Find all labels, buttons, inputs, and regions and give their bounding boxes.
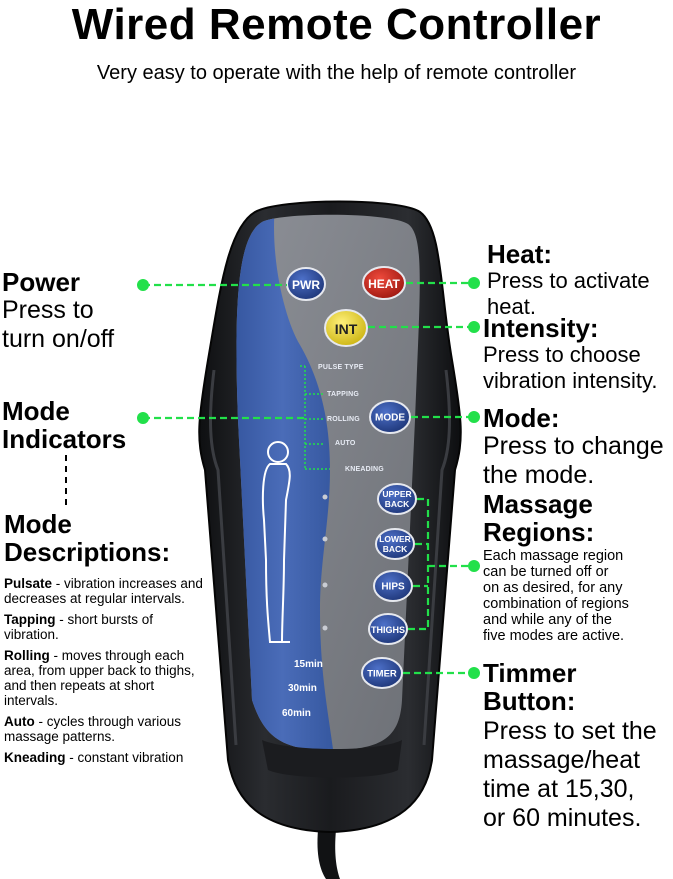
regions-heading-1: Massage: [483, 489, 593, 519]
thighs-button-label: THIGHS: [371, 625, 405, 635]
callout-mode-descriptions: Mode Descriptions: Pulsate - vibration i…: [4, 510, 209, 771]
heat-button[interactable]: HEAT: [362, 266, 406, 300]
timer-heading-1: Timmer: [483, 658, 577, 688]
regions-line-5: and while any of the: [483, 612, 612, 628]
mode-descriptions-heading-2: Descriptions:: [4, 537, 171, 567]
heat-heading: Heat:: [487, 239, 553, 269]
lower-back-label-1: LOWER: [379, 534, 411, 544]
mode-descriptions-heading-1: Mode: [4, 509, 72, 539]
regions-line-2: can be turned off or: [483, 564, 609, 580]
pwr-button[interactable]: PWR: [286, 267, 326, 301]
mode-heading: Mode:: [483, 403, 560, 433]
page-title: Wired Remote Controller: [71, 0, 602, 49]
callout-intensity: Intensity: Press to choose vibration int…: [483, 314, 657, 394]
int-button-label: INT: [335, 321, 358, 337]
hips-button-label: HIPS: [381, 582, 405, 593]
callout-leaders: [65, 277, 480, 679]
upper-back-label-1: UPPER: [382, 489, 411, 499]
timer-line-1: Press to set the: [483, 717, 657, 745]
timer-label-15: 15min: [294, 659, 323, 670]
mode-descriptions-list: Pulsate - vibration increases and decrea…: [4, 576, 209, 765]
desc-tapping: Tapping - short bursts of vibration.: [4, 612, 154, 642]
power-line-2: turn on/off: [2, 325, 115, 353]
body-silhouette-icon: [261, 441, 291, 643]
callout-heat: Heat: Press to activate heat.: [487, 240, 650, 320]
desc-auto: Auto - cycles through various massage pa…: [4, 714, 182, 744]
lower-back-button[interactable]: LOWER BACK: [375, 528, 415, 560]
callout-power: Power Press to turn on/off: [2, 268, 114, 354]
upper-back-button[interactable]: UPPER BACK: [377, 483, 417, 515]
mode-indicators-heading-1: Mode: [2, 396, 70, 426]
regions-heading-2: Regions:: [483, 517, 595, 547]
callout-mode-indicators: Mode Indicators: [2, 397, 126, 453]
indicator-pulse-type: PULSE TYPE: [318, 364, 364, 371]
power-heading: Power: [2, 267, 81, 297]
regions-line-4: combination of regions: [483, 596, 629, 612]
timer-line-2: massage/heat: [483, 746, 641, 774]
heat-line-2: heat.: [487, 294, 536, 319]
timer-line-3: time at 15,30,: [483, 775, 635, 803]
heat-button-label: HEAT: [368, 277, 400, 291]
region-indicator-dots: [322, 494, 328, 631]
page-subtitle: Very easy to operate with the help of re…: [96, 62, 577, 84]
upper-back-label-2: BACK: [385, 499, 410, 509]
hips-button[interactable]: HIPS: [373, 570, 413, 602]
int-button[interactable]: INT: [324, 309, 368, 347]
mode-line-2: the mode.: [483, 461, 595, 489]
mode-line-1: Press to change: [483, 432, 664, 460]
lower-back-label-2: BACK: [383, 544, 408, 554]
mode-indicators-heading-2: Indicators: [2, 424, 127, 454]
intensity-line-1: Press to choose: [483, 342, 641, 367]
heat-line-1: Press to activate: [487, 268, 650, 293]
callout-timer: Timmer Button: Press to set the massage/…: [483, 659, 657, 833]
intensity-heading: Intensity:: [483, 313, 599, 343]
mode-button-label: MODE: [375, 413, 405, 424]
desc-kneading: Kneading - constant vibration: [4, 750, 184, 765]
desc-rolling: Rolling - moves through each area, from …: [4, 648, 195, 708]
indicator-kneading: KNEADING: [345, 466, 384, 473]
regions-line-6: five modes are active.: [483, 628, 625, 644]
timer-button-label: TIMER: [367, 669, 397, 680]
callout-mode: Mode: Press to change the mode.: [483, 404, 664, 490]
indicator-auto: AUTO: [335, 440, 356, 447]
callout-massage-regions: Massage Regions: Each massage region can…: [483, 490, 673, 644]
timer-button[interactable]: TIMER: [361, 657, 403, 689]
indicator-tapping: TAPPING: [327, 391, 359, 398]
regions-line-3: on as desired, for any: [483, 580, 623, 596]
pwr-button-label: PWR: [292, 278, 320, 292]
thighs-button[interactable]: THIGHS: [368, 613, 408, 645]
indicator-rolling: ROLLING: [327, 416, 360, 423]
power-line-1: Press to: [2, 296, 94, 324]
regions-line-1: Each massage region: [483, 548, 624, 564]
face-blue-panel: [236, 214, 335, 751]
intensity-line-2: vibration intensity.: [483, 368, 658, 393]
timer-label-30: 30min: [288, 683, 317, 694]
timer-line-4: or 60 minutes.: [483, 804, 642, 832]
timer-heading-2: Button:: [483, 686, 576, 716]
desc-pulsate: Pulsate - vibration increases and decrea…: [4, 576, 203, 606]
timer-label-60: 60min: [282, 708, 311, 719]
mode-button[interactable]: MODE: [369, 400, 411, 434]
